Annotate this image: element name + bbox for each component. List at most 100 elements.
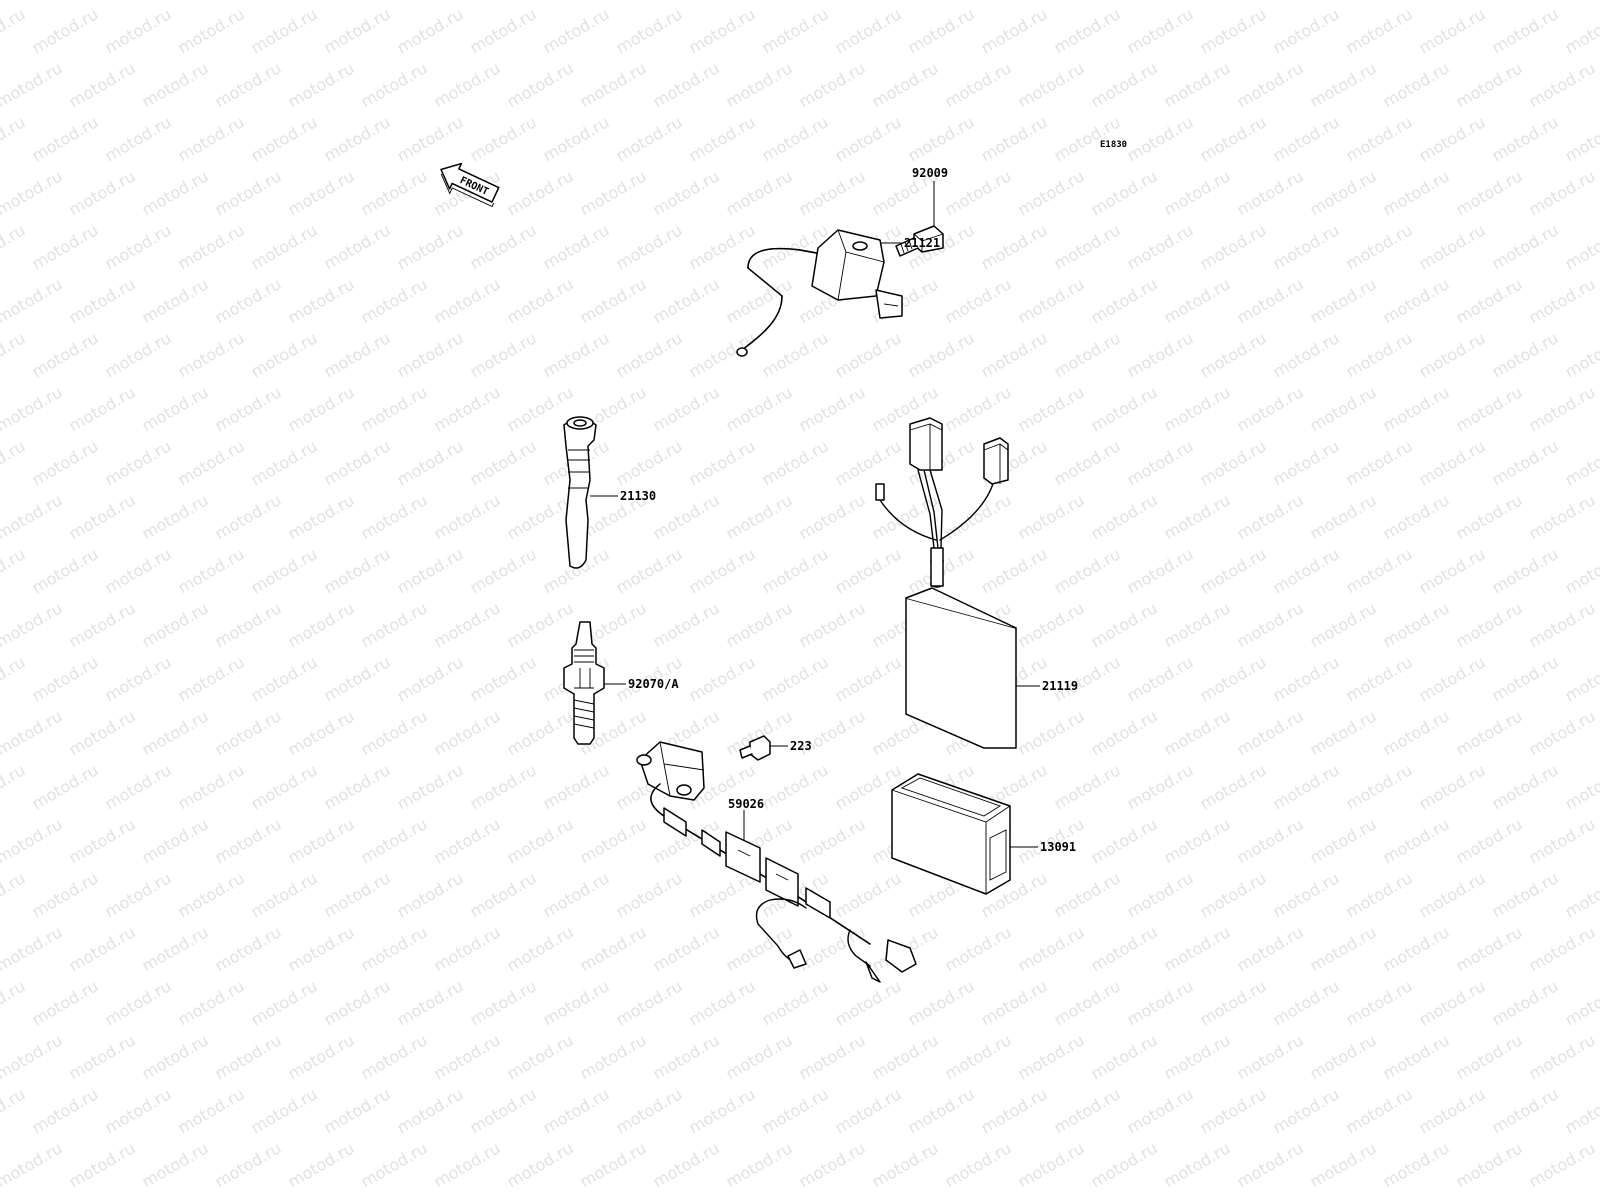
watermark-text: motod.ru xyxy=(1307,58,1380,111)
watermark-text: motod.ru xyxy=(66,1138,139,1191)
watermark-text: motod.ru xyxy=(175,868,248,921)
watermark-text: motod.ru xyxy=(504,598,577,651)
watermark-text: motod.ru xyxy=(1015,922,1088,975)
watermark-text: motod.ru xyxy=(394,652,467,705)
watermark-text: motod.ru xyxy=(175,328,248,381)
watermark-text: motod.ru xyxy=(66,58,139,111)
watermark-text: motod.ru xyxy=(1562,1084,1600,1137)
watermark-text: motod.ru xyxy=(0,328,29,381)
watermark-text: motod.ru xyxy=(723,58,796,111)
watermark-text: motod.ru xyxy=(394,760,467,813)
watermark-text: motod.ru xyxy=(431,382,504,435)
watermark-text: motod.ru xyxy=(540,1084,613,1137)
watermark-text: motod.ru xyxy=(723,1138,796,1191)
watermark-text: motod.ru xyxy=(942,1138,1015,1191)
watermark-text: motod.ru xyxy=(1088,814,1161,867)
watermark-text: motod.ru xyxy=(139,1030,212,1083)
watermark-text: motod.ru xyxy=(1380,706,1453,759)
watermark-text: motod.ru xyxy=(796,922,869,975)
igniter xyxy=(875,417,1040,749)
watermark-text: motod.ru xyxy=(759,436,832,489)
watermark-text: motod.ru xyxy=(1380,166,1453,219)
watermark-text: motod.ru xyxy=(1161,814,1234,867)
watermark-text: motod.ru xyxy=(0,0,66,3)
watermark-text: motod.ru xyxy=(650,382,723,435)
watermark-text: motod.ru xyxy=(175,976,248,1029)
watermark-text: motod.ru xyxy=(1124,868,1197,921)
watermark-text: motod.ru xyxy=(1380,58,1453,111)
watermark-text: motod.ru xyxy=(1343,112,1416,165)
watermark-text: motod.ru xyxy=(1270,436,1343,489)
watermark-text: motod.ru xyxy=(1489,868,1562,921)
watermark-text: motod.ru xyxy=(1453,706,1526,759)
watermark-text: motod.ru xyxy=(1526,598,1599,651)
watermark-text: motod.ru xyxy=(942,166,1015,219)
watermark-text: motod.ru xyxy=(613,976,686,1029)
watermark-text: motod.ru xyxy=(723,166,796,219)
watermark-text: motod.ru xyxy=(102,328,175,381)
watermark-text: motod.ru xyxy=(1526,1138,1599,1191)
label-92009: 92009 xyxy=(912,166,948,180)
watermark-text: motod.ru xyxy=(29,220,102,273)
watermark-text: motod.ru xyxy=(1562,868,1600,921)
watermark-text: motod.ru xyxy=(0,922,66,975)
watermark-text: motod.ru xyxy=(723,382,796,435)
watermark-text: motod.ru xyxy=(431,490,504,543)
watermark-text: motod.ru xyxy=(1526,1030,1599,1083)
watermark-text: motod.ru xyxy=(1307,166,1380,219)
watermark-text: motod.ru xyxy=(285,814,358,867)
watermark-text: motod.ru xyxy=(0,490,66,543)
watermark-text: motod.ru xyxy=(1489,1084,1562,1137)
watermark-text: motod.ru xyxy=(285,490,358,543)
watermark-text: motod.ru xyxy=(29,4,102,57)
watermark-text: motod.ru xyxy=(723,922,796,975)
watermark-text: motod.ru xyxy=(1489,4,1562,57)
watermark-text: motod.ru xyxy=(1161,58,1234,111)
watermark-text: motod.ru xyxy=(1088,58,1161,111)
watermark-text: motod.ru xyxy=(139,274,212,327)
watermark-text: motod.ru xyxy=(832,976,905,1029)
watermark-text: motod.ru xyxy=(358,1138,431,1191)
watermark-text: motod.ru xyxy=(1124,544,1197,597)
watermark-text: motod.ru xyxy=(686,436,759,489)
watermark-text: motod.ru xyxy=(1051,760,1124,813)
watermark-text: motod.ru xyxy=(139,706,212,759)
watermark-text: motod.ru xyxy=(394,1084,467,1137)
watermark-text: motod.ru xyxy=(139,490,212,543)
watermark-text: motod.ru xyxy=(358,922,431,975)
watermark-text: motod.ru xyxy=(759,4,832,57)
watermark-text: motod.ru xyxy=(431,1138,504,1191)
bolt-92009 xyxy=(895,181,944,257)
watermark-text: motod.ru xyxy=(1124,436,1197,489)
watermark-text: motod.ru xyxy=(686,1084,759,1137)
watermark-text: motod.ru xyxy=(1161,0,1234,3)
watermark-text: motod.ru xyxy=(613,112,686,165)
watermark-text: motod.ru xyxy=(1489,328,1562,381)
watermark-text: motod.ru xyxy=(577,814,650,867)
watermark-text: motod.ru xyxy=(212,490,285,543)
watermark-text: motod.ru xyxy=(869,1030,942,1083)
watermark-text: motod.ru xyxy=(796,0,869,3)
watermark-text: motod.ru xyxy=(1562,220,1600,273)
watermark-text: motod.ru xyxy=(1234,814,1307,867)
watermark-text: motod.ru xyxy=(1380,274,1453,327)
watermark-text: motod.ru xyxy=(613,544,686,597)
watermark-text: motod.ru xyxy=(978,4,1051,57)
watermark-text: motod.ru xyxy=(139,598,212,651)
watermark-text: motod.ru xyxy=(1161,706,1234,759)
watermark-text: motod.ru xyxy=(467,868,540,921)
watermark-text: motod.ru xyxy=(1197,220,1270,273)
pickup-coil xyxy=(636,741,917,983)
label-21121: 21121 xyxy=(904,236,940,250)
bolt-223 xyxy=(739,735,788,761)
watermark-text: motod.ru xyxy=(1307,490,1380,543)
watermark-text: motod.ru xyxy=(285,0,358,3)
watermark-text: motod.ru xyxy=(1270,328,1343,381)
watermark-text: motod.ru xyxy=(1051,1084,1124,1137)
watermark-text: motod.ru xyxy=(1489,760,1562,813)
watermark-text: motod.ru xyxy=(1197,328,1270,381)
watermark-text: motod.ru xyxy=(358,58,431,111)
watermark-text: motod.ru xyxy=(321,436,394,489)
watermark-text: motod.ru xyxy=(1489,436,1562,489)
